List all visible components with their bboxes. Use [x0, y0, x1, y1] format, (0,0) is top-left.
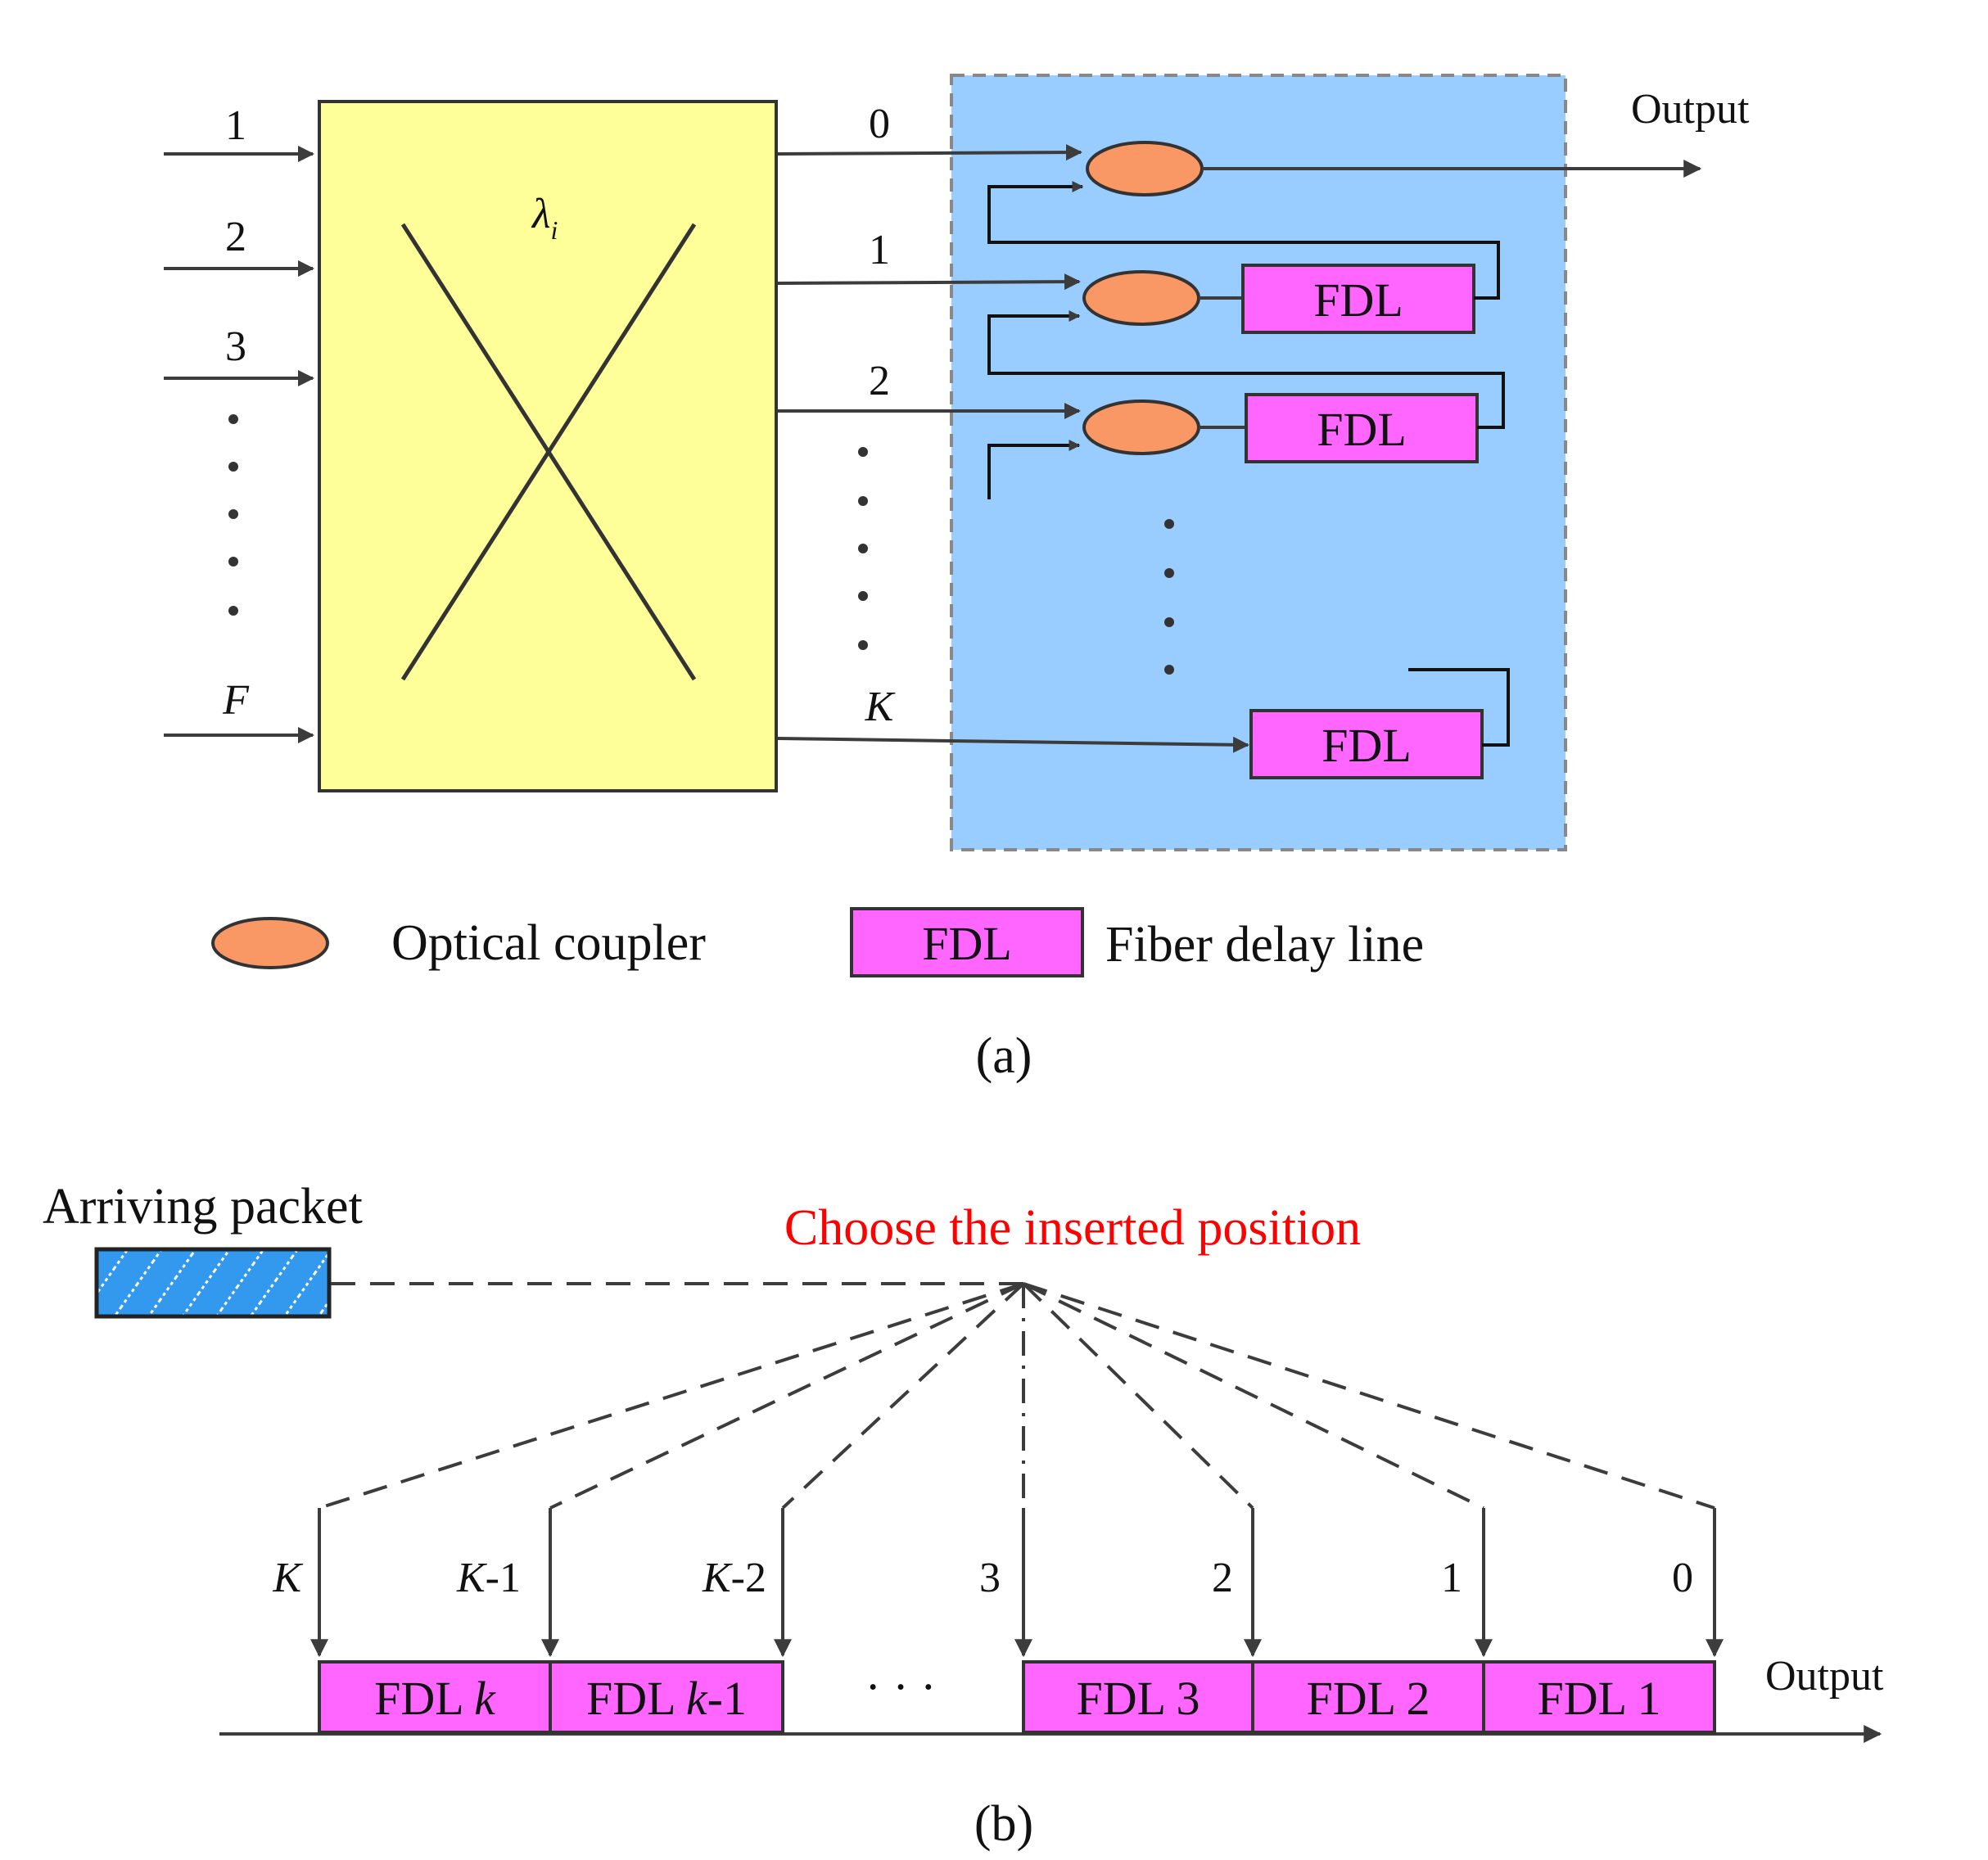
port-line-1: [777, 273, 1081, 291]
wavelength-switch: λi: [318, 100, 778, 792]
port-ellipsis-dot: [858, 496, 868, 506]
fdl-queue-label: FDL 3: [1077, 1672, 1200, 1725]
input-label-1: 1: [225, 102, 246, 149]
fan-line-k-1: [549, 1282, 1024, 1510]
feedback-loop-2: [987, 310, 1505, 429]
port-label-2: 2: [869, 358, 890, 404]
port-label-1: 1: [869, 227, 890, 273]
feedback-loop-3: [987, 440, 1081, 499]
fan-line-0: [1023, 1282, 1715, 1510]
fdl-queue: FDL k FDL k-1 · · · FDL 3 FDL 2 FDL 1: [318, 1660, 1716, 1734]
caption-b: (b): [974, 1796, 1033, 1852]
position-label: K-1: [456, 1555, 521, 1601]
input-ellipsis-dot: [228, 462, 238, 472]
position-label: 3: [979, 1555, 1001, 1601]
optical-coupler-1: [1082, 270, 1200, 326]
fan-lines: [318, 1282, 1715, 1513]
input-label-f: F: [222, 677, 250, 724]
port-ellipsis-dot: [858, 591, 868, 601]
position-label: K: [272, 1555, 303, 1601]
output-label-b: Output: [1765, 1653, 1884, 1700]
output-label-a: Output: [1631, 86, 1750, 133]
optical-coupler-0: [1086, 141, 1204, 196]
port-ellipsis-dot: [858, 544, 868, 553]
legend: Optical coupler FDL Fiber delay line: [211, 907, 1424, 977]
legend-fdl-box-text: FDL: [922, 917, 1012, 970]
port-line-k: [777, 736, 1249, 753]
fdl-ellipsis-dot: [1164, 617, 1174, 627]
fdl-queue-label: FDL 2: [1307, 1672, 1430, 1725]
fdl-box-label: FDL: [1317, 403, 1407, 456]
position-label: K-2: [702, 1555, 766, 1601]
legend-coupler-text: Optical coupler: [391, 915, 706, 971]
caption-a: (a): [976, 1028, 1032, 1084]
fdl-box-label: FDL: [1322, 719, 1412, 772]
fdl-queue-label: FDL 1: [1538, 1672, 1661, 1725]
fdl-box-label: FDL: [1313, 273, 1403, 327]
port-ellipsis-dot: [858, 447, 868, 457]
input-ellipsis-dot: [228, 414, 238, 424]
fdl-box-2: [1245, 393, 1479, 463]
port-label-0: 0: [869, 101, 890, 147]
fdl-queue-box-2: [1251, 1660, 1485, 1734]
fdl-queue-label: FDL k-1: [586, 1672, 747, 1725]
legend-fdl-text: Fiber delay line: [1105, 917, 1424, 973]
feedback-loop-1: [987, 181, 1500, 300]
position-label: 1: [1441, 1555, 1462, 1601]
fan-line-k-2: [781, 1282, 1025, 1510]
optical-coupler-2: [1082, 400, 1200, 455]
fdl-queue-box-1: [1482, 1660, 1716, 1734]
fdl-box-k: [1249, 709, 1484, 779]
input-ellipsis-dot: [228, 606, 238, 616]
position-labels: K K-1 K-2 3 2 1 0: [272, 1555, 1693, 1601]
input-label-3: 3: [225, 323, 246, 370]
fdl-queue-box-3: [1022, 1660, 1254, 1734]
fdl-queue-ellipsis: · · ·: [865, 1660, 937, 1713]
port-line-0: [777, 144, 1082, 161]
position-arrows: [310, 1508, 1724, 1658]
arriving-packet-label: Arriving packet: [43, 1179, 363, 1235]
panel-a: 1 2 3 F λi 0 1 2 K: [164, 74, 1750, 1084]
fdl-ellipsis-dot: [1164, 568, 1174, 578]
input-label-2: 2: [225, 214, 246, 260]
fdl-queue-label: FDL k: [374, 1672, 496, 1725]
legend-fdl-symbol: [850, 907, 1084, 977]
fdl-queue-box-k: [318, 1660, 552, 1734]
fdl-ellipsis-dot: [1164, 519, 1174, 529]
legend-coupler-symbol: [211, 917, 329, 969]
switch-cross-line: [400, 223, 697, 681]
fan-line-k: [318, 1282, 1024, 1513]
port-ellipsis-dot: [858, 640, 868, 650]
arriving-packet: [94, 1247, 332, 1319]
switch-output-ports: 0 1 2 K: [777, 101, 1249, 753]
input-ports: 1 2 3 F: [164, 102, 314, 743]
feedback-loop-k: [1408, 668, 1510, 747]
port-label-k: K: [865, 684, 896, 730]
fan-line-2: [1022, 1282, 1254, 1510]
choose-position-label: Choose the inserted position: [784, 1200, 1361, 1256]
switch-lambda-label: λi: [531, 191, 558, 245]
position-label: 2: [1212, 1555, 1233, 1601]
panel-b: Arriving packet Choose the inserted posi…: [43, 1179, 1884, 1852]
fdl-ellipsis-dot: [1164, 665, 1174, 675]
fan-line-1: [1023, 1282, 1484, 1510]
input-ellipsis-dot: [228, 557, 238, 567]
switch-box: [318, 100, 778, 792]
input-ellipsis-dot: [228, 509, 238, 519]
fdl-queue-box-k-1: [549, 1660, 784, 1734]
position-label: 0: [1672, 1555, 1693, 1601]
